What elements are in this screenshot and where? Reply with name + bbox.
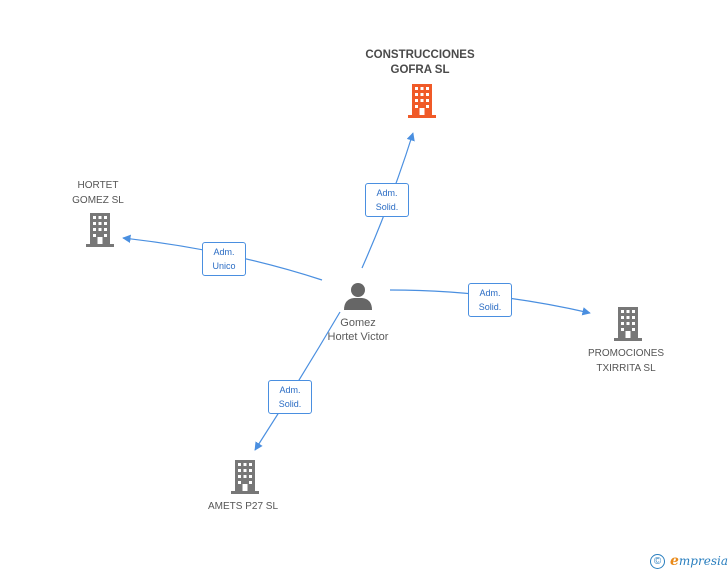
building-icon[interactable]	[612, 307, 644, 341]
node-label-promociones: PROMOCIONES TXIRRITA SL	[587, 348, 665, 374]
edge-label-amets[interactable]: Adm. Solid.	[268, 380, 312, 414]
brand-logo: empresia	[670, 553, 728, 569]
node-label-amets: AMETS P27 SL	[207, 501, 279, 512]
building-icon[interactable]	[406, 84, 438, 118]
edge-label-promociones[interactable]: Adm. Solid.	[468, 283, 512, 317]
node-label-construcciones: CONSTRUCCIONES GOFRA SL	[365, 49, 475, 76]
building-icon[interactable]	[84, 213, 116, 247]
building-icon[interactable]	[229, 460, 261, 494]
edge-label-hortet[interactable]: Adm. Unico	[202, 242, 246, 276]
edge-label-construcciones[interactable]: Adm. Solid.	[365, 183, 409, 217]
node-label-person: Gomez Hortet Victor	[327, 317, 389, 343]
node-label-hortet: HORTET GOMEZ SL	[72, 180, 124, 206]
person-icon[interactable]	[343, 281, 373, 311]
copyright-icon: ©	[650, 553, 665, 569]
footer-brand: © empresia	[650, 553, 728, 569]
